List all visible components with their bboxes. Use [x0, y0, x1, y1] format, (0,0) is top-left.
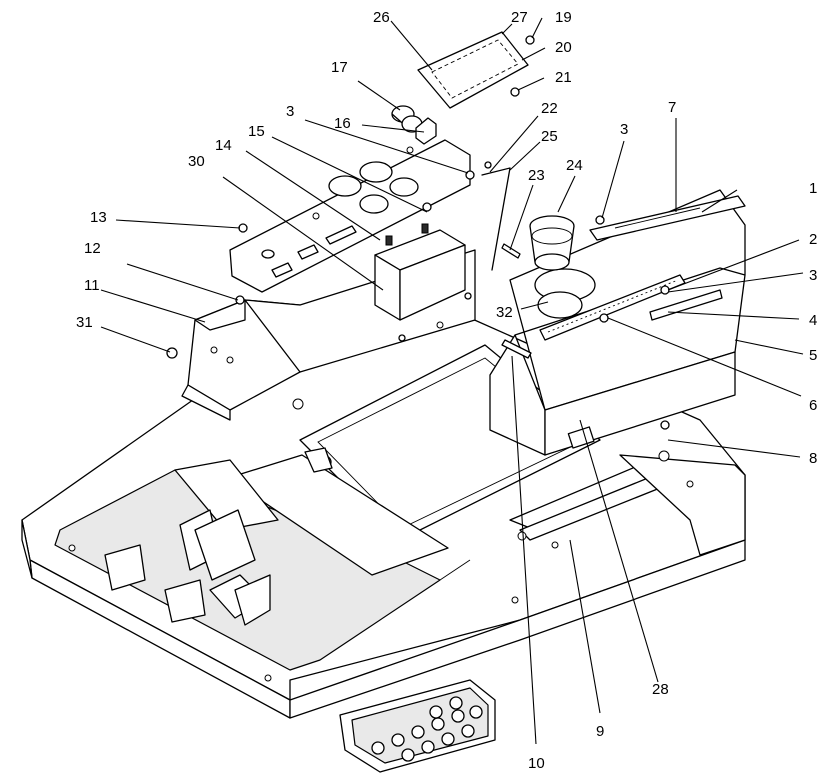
battery [374, 223, 466, 321]
callout-10: 10 [528, 755, 545, 772]
callout-8: 8 [809, 450, 817, 467]
callout-4: 4 [809, 312, 817, 329]
right-console [489, 189, 746, 456]
callout-1: 1 [809, 180, 817, 197]
callout-3-right: 3 [809, 267, 817, 284]
callout-7: 7 [668, 99, 676, 116]
callout-27: 27 [511, 9, 528, 26]
callout-labels: 1 2 3 4 5 6 7 8 9 10 11 12 13 14 15 16 1… [76, 9, 817, 772]
callout-2: 2 [809, 231, 817, 248]
callout-25: 25 [541, 128, 558, 145]
callout-21: 21 [555, 69, 572, 86]
callout-6: 6 [809, 397, 817, 414]
callout-13: 13 [90, 209, 107, 226]
callout-26: 26 [373, 9, 390, 26]
callout-19: 19 [555, 9, 572, 26]
callout-30: 30 [188, 153, 205, 170]
switch [415, 117, 437, 145]
callout-12: 12 [84, 240, 101, 257]
callout-23: 23 [528, 167, 545, 184]
callout-31: 31 [76, 314, 93, 331]
control-panel [229, 139, 471, 293]
callout-22: 22 [541, 100, 558, 117]
leader-lines [100, 17, 804, 745]
callout-9: 9 [596, 723, 604, 740]
hour-meter [391, 105, 423, 133]
callout-24: 24 [566, 157, 583, 174]
callout-3-top: 3 [286, 103, 294, 120]
callout-14: 14 [215, 137, 232, 154]
callout-20: 20 [555, 39, 572, 56]
cup-holder [529, 215, 575, 271]
callout-17: 17 [331, 59, 348, 76]
callout-32: 32 [496, 304, 513, 321]
callout-5: 5 [809, 347, 817, 364]
callout-11: 11 [84, 277, 100, 294]
callout-3-middle: 3 [620, 121, 628, 138]
callout-28: 28 [652, 681, 669, 698]
hardware [166, 35, 670, 430]
callout-15: 15 [248, 123, 265, 140]
cover-panel [417, 31, 529, 109]
callout-16: 16 [334, 115, 351, 132]
